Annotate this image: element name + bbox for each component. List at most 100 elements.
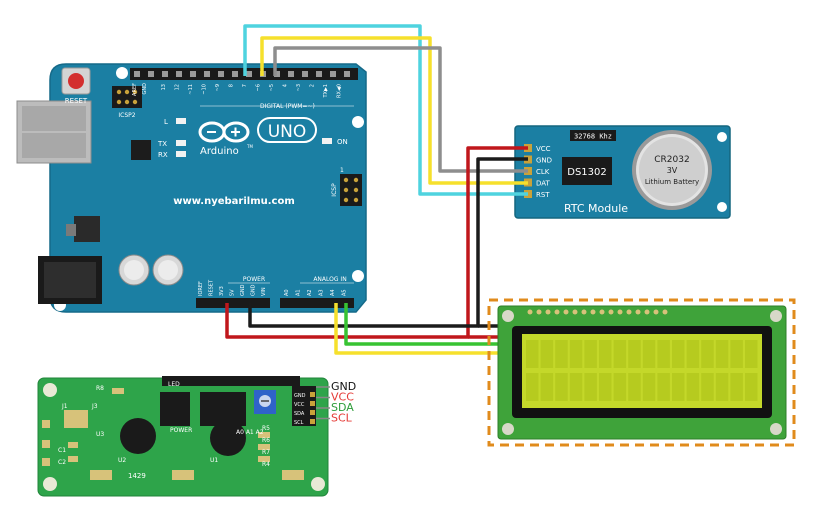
header-pin [302, 71, 308, 77]
icsp-label: ICSP [331, 183, 338, 197]
lcd-cell [642, 373, 656, 401]
lcd-cell [613, 340, 627, 368]
lcd-cell [584, 340, 597, 368]
header-pin [288, 71, 294, 77]
wire-yellow-sda [334, 303, 500, 355]
backpack-part-label: R5 [262, 425, 270, 432]
digital-pin-label: RX◀0 [337, 84, 343, 98]
arduino-logo [198, 121, 250, 143]
digital-pin-label: ~3 [296, 84, 302, 91]
power-header [196, 298, 270, 308]
analog-pin-label: A3 [319, 289, 325, 296]
lcd-pin [653, 309, 659, 315]
lcd-cell [555, 373, 568, 401]
digital-label: DIGITAL (PWM=~) [260, 103, 315, 110]
coin-battery [632, 130, 712, 210]
header-pin [274, 71, 280, 77]
lcd-cell [730, 373, 743, 401]
analog-pin-label: A5 [342, 289, 348, 296]
lcd-pin [644, 309, 650, 315]
ds1302-label: DS1302 [567, 167, 607, 178]
aref-label: AREF [132, 83, 138, 96]
lcd-pin [554, 309, 560, 315]
lcd-16x2-display [497, 305, 787, 440]
battery-type: Lithium Battery [645, 178, 699, 186]
header-pin [344, 71, 350, 77]
analog-pin-label: A2 [307, 289, 313, 296]
digital-pin-label: ~11 [188, 84, 194, 95]
gnd-label: GND [142, 83, 148, 95]
on-led [322, 138, 332, 144]
lcd-cell [686, 373, 700, 401]
reset-label: RESET [65, 97, 88, 105]
lcd-cell [730, 340, 743, 368]
backpack-code: 1429 [128, 472, 146, 480]
rtc-pin-label: CLK [536, 168, 550, 176]
usb-connector [16, 100, 92, 164]
capacitor [152, 254, 184, 286]
analog-pin-label: A4 [330, 289, 336, 296]
backpack-part-label: U1 [210, 457, 218, 464]
lcd-cell [540, 373, 554, 401]
lcd-cell [555, 340, 568, 368]
lcd-cell [599, 373, 612, 401]
i2c-pin-label: GND [331, 380, 356, 393]
backpack-part-label: U3 [96, 431, 104, 438]
mount-hole [352, 116, 364, 128]
digital-pin-label: ~5 [269, 84, 275, 91]
header-pin [316, 71, 322, 77]
header-pin [232, 71, 238, 77]
lcd-cell [526, 340, 539, 368]
backpack-pin-label: SCL [294, 420, 304, 426]
pcf8574-chip [200, 392, 246, 426]
power-pin-label: VIN [261, 287, 267, 296]
backpack-pin-label: SDA [294, 411, 305, 417]
lcd-pin [626, 309, 632, 315]
digital-pin-label: 8 [229, 84, 235, 87]
icsp2-header [112, 86, 142, 108]
rtc-title: RTC Module [564, 202, 628, 215]
contrast-potentiometer[interactable] [254, 390, 276, 414]
header-pin [134, 71, 140, 77]
rx-led-label: RX [158, 151, 168, 159]
backpack-part-label: C1 [58, 447, 66, 454]
mount-hole [116, 67, 128, 79]
lcd-cell [715, 373, 729, 401]
backpack-pin [310, 392, 315, 397]
digital-pin-label: 7 [242, 84, 248, 87]
lcd-cell [642, 340, 656, 368]
digital-pin-label: TX▶1 [323, 84, 329, 99]
power-pin-label: GND [251, 284, 257, 296]
crystal-frequency: 32768 Khz [574, 133, 612, 141]
l-led [176, 118, 186, 124]
reset-button[interactable] [61, 67, 91, 95]
header-pin [204, 71, 210, 77]
lcd-cell [628, 340, 641, 368]
arduino-brand: Arduino [200, 146, 239, 157]
i2c-pin-label: VCC [331, 391, 354, 404]
lcd-cell [701, 373, 714, 401]
battery-model: CR2032 [654, 155, 689, 165]
backpack-pin [310, 419, 315, 424]
rtc-pin-label: VCC [536, 145, 551, 153]
mount-pad [210, 420, 246, 456]
header-pin [162, 71, 168, 77]
icsp-pin-one: 1 [340, 167, 344, 174]
power-pin-label: 5V [230, 289, 236, 296]
i2c-pin-label: SCL [331, 412, 353, 425]
backpack-header [162, 376, 300, 386]
backpack-part-label: R6 [262, 437, 270, 444]
backpack-part-label: U2 [118, 457, 126, 464]
backpack-part-label: J3 [91, 403, 98, 410]
arduino-tm: TM [246, 144, 253, 149]
lcd-pin [572, 309, 578, 315]
analog-pin-label: A1 [296, 289, 302, 296]
backpack-part-label: C2 [58, 459, 66, 466]
power-pin-label: RESET [209, 279, 215, 296]
digital-pin-label: ~10 [202, 84, 208, 95]
